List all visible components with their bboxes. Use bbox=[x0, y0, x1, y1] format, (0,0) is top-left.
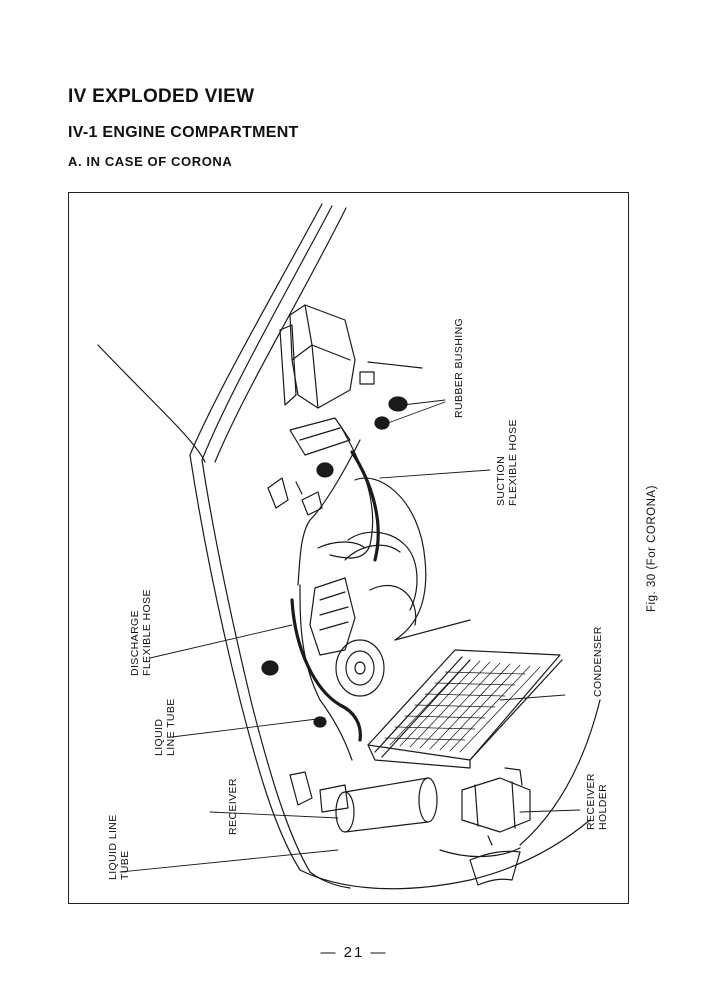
condenser bbox=[367, 649, 563, 769]
front-body-outline bbox=[299, 699, 601, 890]
label-discharge-line2: FLEXIBLE HOSE bbox=[141, 589, 153, 676]
label-suction-line1: SUCTION bbox=[495, 456, 507, 506]
label-receiver: RECEIVER bbox=[227, 778, 239, 835]
label-liquid-upper-line1: LIQUID bbox=[153, 719, 165, 756]
leader-lines bbox=[119, 399, 581, 873]
label-rubber-bushing: RUBBER BUSHING bbox=[453, 318, 465, 418]
label-receiver-holder-line1: RECEIVER bbox=[585, 773, 597, 830]
page-number: — 21 — bbox=[320, 944, 388, 961]
small-brackets bbox=[267, 477, 521, 886]
part-labels: RUBBER BUSHING SUCTION FLEXIBLE HOSE DIS… bbox=[107, 318, 609, 880]
rubber-bushings bbox=[261, 396, 408, 728]
receiver bbox=[319, 777, 438, 833]
reservoir-bracket bbox=[279, 304, 423, 456]
receiver-holder bbox=[461, 767, 531, 846]
figure-caption: Fig. 30 (For CORONA) bbox=[646, 485, 658, 612]
label-discharge-line1: DISCHARGE bbox=[129, 610, 141, 676]
label-receiver-holder-line2: HOLDER bbox=[597, 784, 609, 830]
condenser-fins bbox=[384, 659, 541, 753]
engine-outline bbox=[354, 477, 471, 641]
figure-frame bbox=[68, 192, 629, 904]
refrigerant-pipes bbox=[297, 424, 374, 761]
page-heading: IV EXPLODED VIEW bbox=[68, 86, 255, 107]
label-liquid-lower-line2: TUBE bbox=[119, 850, 131, 880]
label-liquid-upper-line2: LINE TUBE bbox=[165, 698, 177, 756]
compressor bbox=[309, 531, 418, 697]
label-liquid-lower-line1: LIQUID LINE bbox=[107, 814, 119, 880]
section-heading: IV-1 ENGINE COMPARTMENT bbox=[68, 124, 299, 141]
subsection-heading: A. IN CASE OF CORONA bbox=[68, 154, 233, 169]
flexible-hoses bbox=[290, 450, 380, 742]
label-suction-line2: FLEXIBLE HOSE bbox=[507, 419, 519, 506]
label-condenser: CONDENSER bbox=[592, 626, 604, 697]
hood-outline bbox=[97, 203, 347, 873]
